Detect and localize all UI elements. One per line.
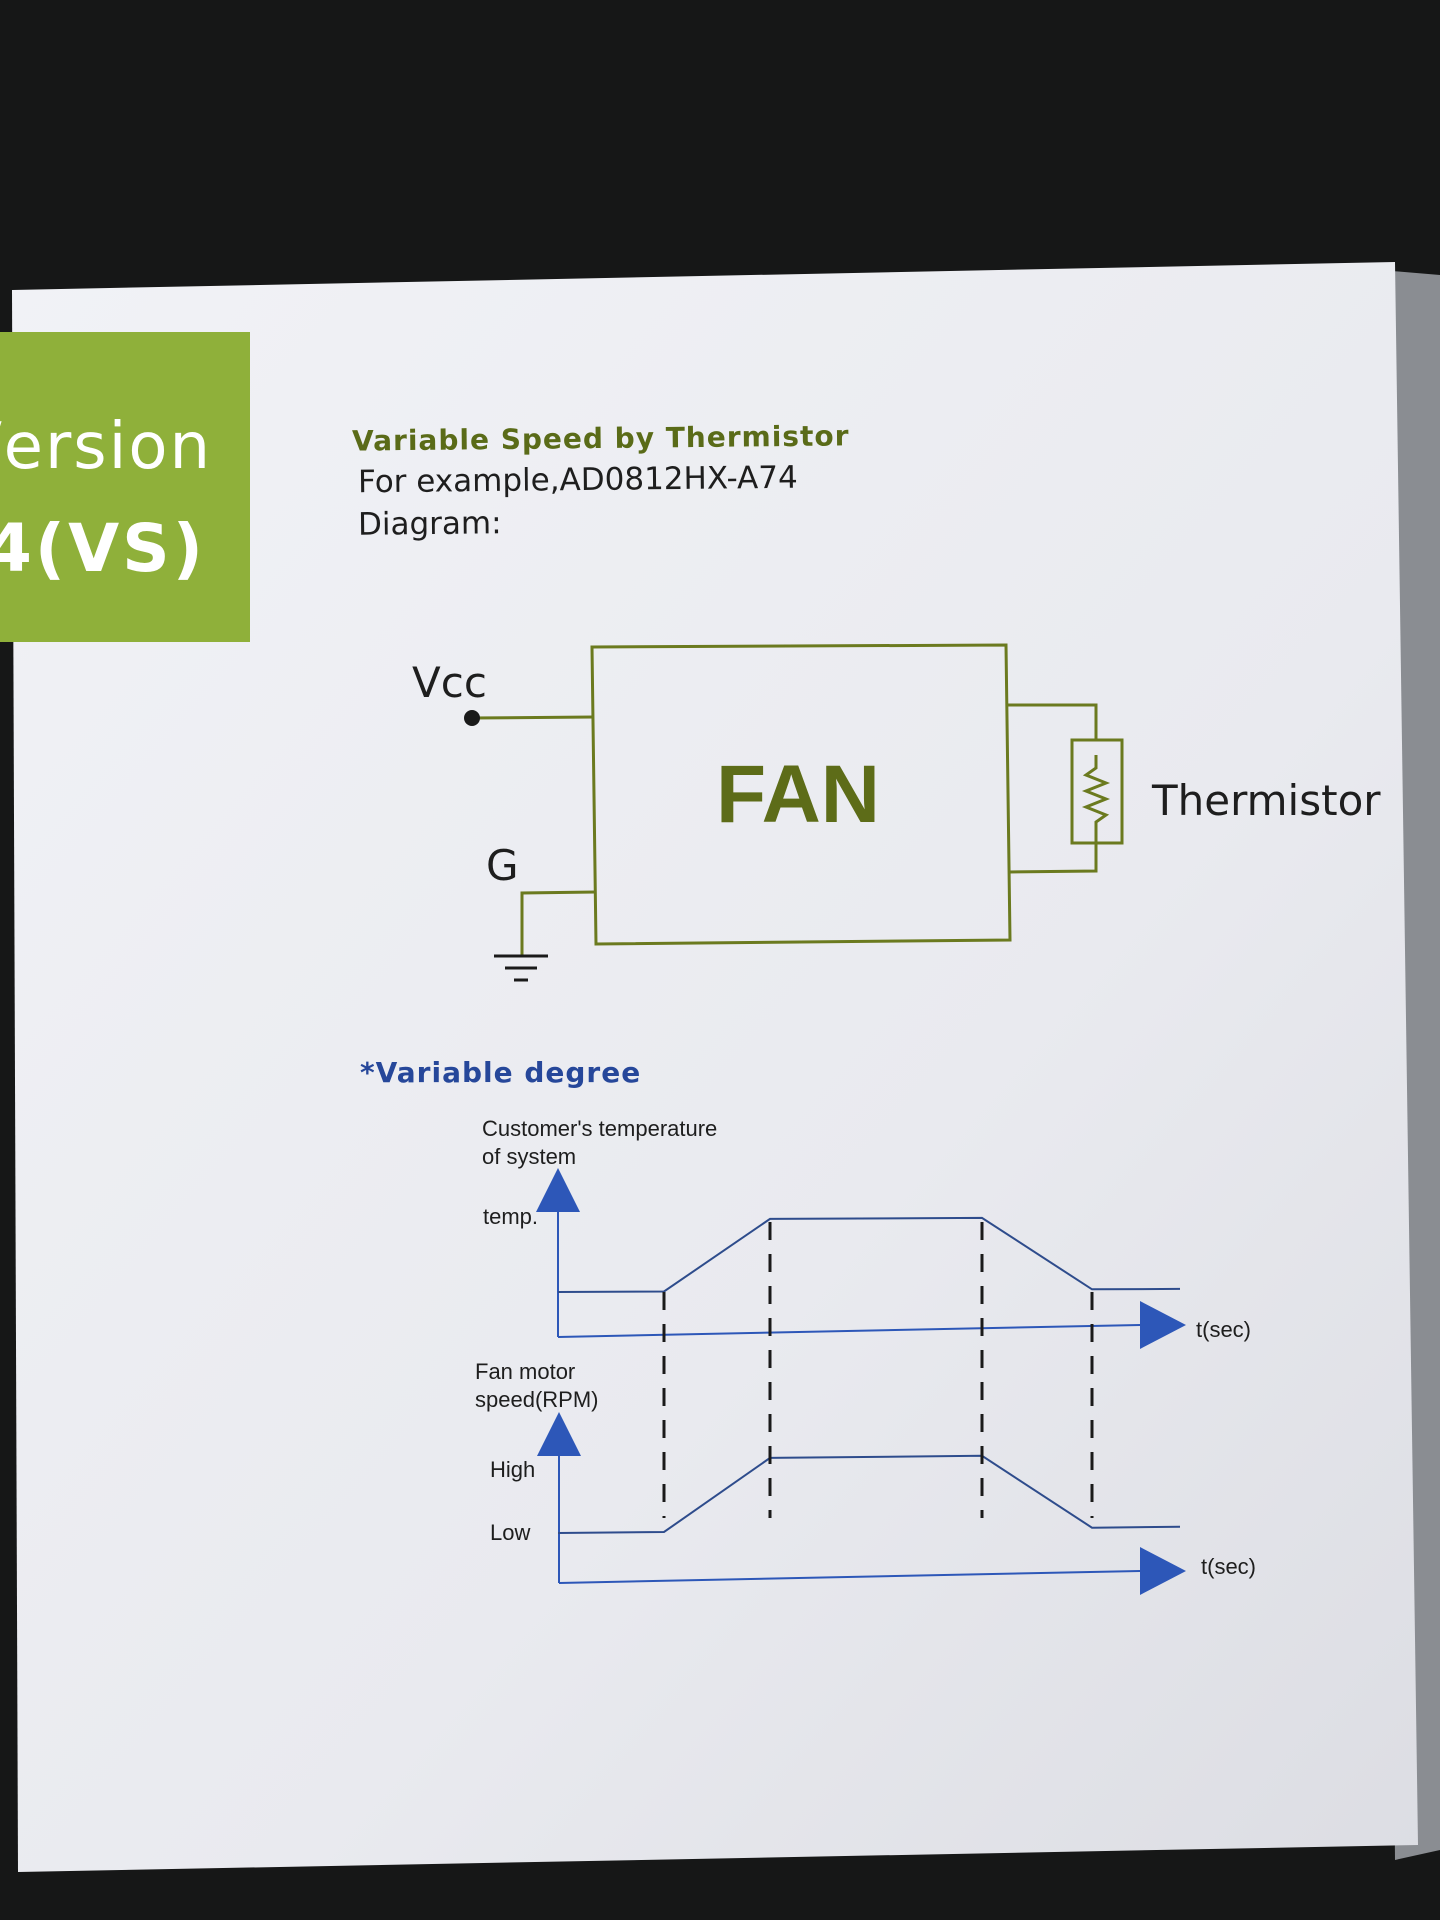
ground-symbol (494, 954, 548, 982)
thermistor-wire-top (1008, 703, 1098, 740)
vcc-terminal (464, 710, 480, 726)
temp-x-arrow (1140, 1301, 1186, 1349)
temp-ylabel-line2: of system (482, 1144, 576, 1169)
vcc-wire (471, 715, 595, 720)
temp-xlabel: t(sec) (1196, 1317, 1251, 1342)
speed-x-axis (558, 1570, 1141, 1584)
tab-line-1: /ersion (0, 410, 213, 484)
g-wire (520, 890, 597, 955)
speed-ylabel-line1: Fan motor (475, 1359, 575, 1384)
version-tab: /ersion 4(VS) (0, 332, 250, 642)
speed-ytick-low: Low (490, 1520, 530, 1545)
speed-y-arrow (537, 1412, 581, 1456)
temp-ytick: temp. (483, 1204, 538, 1229)
thermistor-label: Thermistor (1151, 776, 1381, 825)
temp-y-arrow (536, 1168, 580, 1212)
temp-series-line (557, 1216, 1181, 1293)
tab-line-2: 4(VS) (0, 510, 206, 587)
fan-box (590, 643, 1012, 946)
vcc-label: Vcc (412, 658, 487, 707)
chart-title: *Variable degree (360, 1056, 642, 1089)
speed-series-line (557, 1454, 1181, 1534)
thermistor-wire-bottom (1008, 843, 1098, 874)
speed-x-arrow (1140, 1547, 1186, 1595)
temp-ylabel-line1: Customer's temperature (482, 1116, 717, 1141)
speed-ylabel-line2: speed(RPM) (475, 1387, 598, 1412)
temp-x-axis (557, 1324, 1141, 1338)
thermistor-zigzag (1081, 755, 1111, 843)
speed-ytick-high: High (490, 1457, 535, 1482)
paper-sheet (12, 262, 1418, 1872)
g-label: G (486, 841, 519, 890)
fan-label: FAN (716, 749, 880, 840)
speed-xlabel: t(sec) (1201, 1554, 1256, 1579)
